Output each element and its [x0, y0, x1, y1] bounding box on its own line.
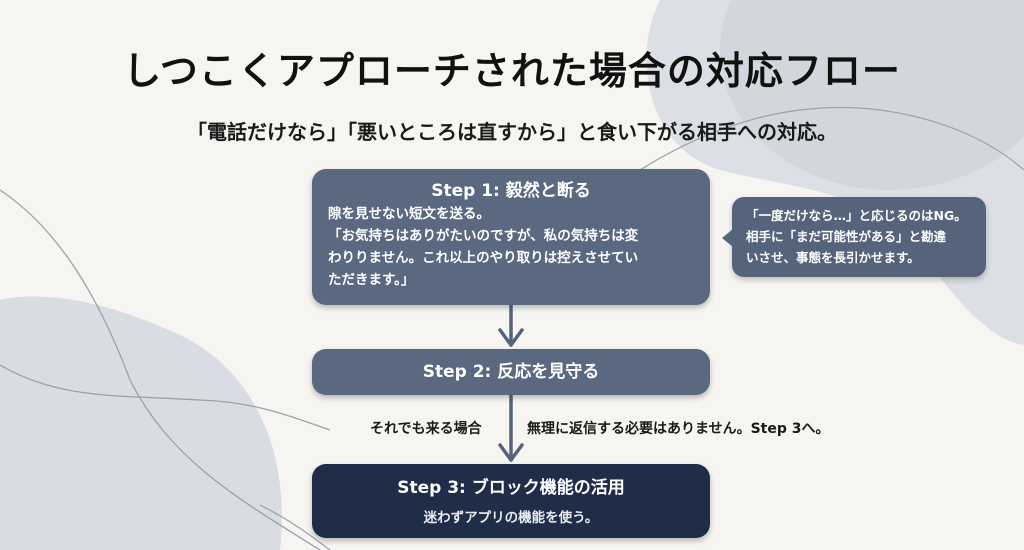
branch-label-condition: それでも来る場合	[370, 421, 482, 437]
step-1-body-line: わりりません。これ以上のやり取りは控えさせてい	[328, 250, 639, 266]
branch-label-note: 無理に返信する必要はありません。Step 3へ。	[527, 421, 830, 437]
background-curve-4	[259, 504, 331, 550]
callout-line: 相手に「まだ可能性がある」と勘違	[746, 229, 947, 244]
step-1-body-line: 「お気持ちはありがたいのですが、私の気持ちは変	[328, 228, 639, 244]
step-1-body: 隙を見せない短文を送る。 「お気持ちはありがたいのですが、私の気持ちは変 わりり…	[328, 203, 694, 291]
background-curve-2	[0, 364, 331, 431]
step-1-title: Step 1: 毅然と断る	[431, 181, 591, 201]
step-3-body: 迷わずアプリの機能を使う。	[423, 510, 599, 526]
step-3-box: Step 3: ブロック機能の活用 迷わずアプリの機能を使う。	[312, 464, 710, 538]
background-circle-top-right	[720, 0, 1024, 190]
background-blob-bottom-left	[0, 296, 282, 550]
warning-callout: 「一度だけなら…」と応じるのはNG。 相手に「まだ可能性がある」と勘違 いさせ、…	[722, 197, 986, 277]
page-title: しつこくアプローチされた場合の対応フロー	[123, 49, 901, 93]
step-2-title: Step 2: 反応を見守る	[422, 362, 600, 382]
step-1-body-line: ただきます。」	[328, 272, 415, 288]
step-2-box: Step 2: 反応を見守る	[312, 349, 710, 395]
page-subtitle: 「電話だけなら」「悪いところは直すから」と食い下がる相手への対応。	[187, 120, 837, 144]
background-curve-1	[0, 189, 321, 550]
callout-line: 「一度だけなら…」と応じるのはNG。	[746, 208, 967, 223]
step-1-body-line: 隙を見せない短文を送る。	[328, 206, 490, 222]
callout-line: いさせ、事態を長引かせます。	[746, 250, 920, 265]
step-1-box: Step 1: 毅然と断る 隙を見せない短文を送る。 「お気持ちはありがたいので…	[312, 169, 710, 305]
callout-pointer-icon	[722, 229, 733, 247]
step-3-title: Step 3: ブロック機能の活用	[397, 478, 625, 498]
background-curve-3	[639, 106, 1024, 171]
